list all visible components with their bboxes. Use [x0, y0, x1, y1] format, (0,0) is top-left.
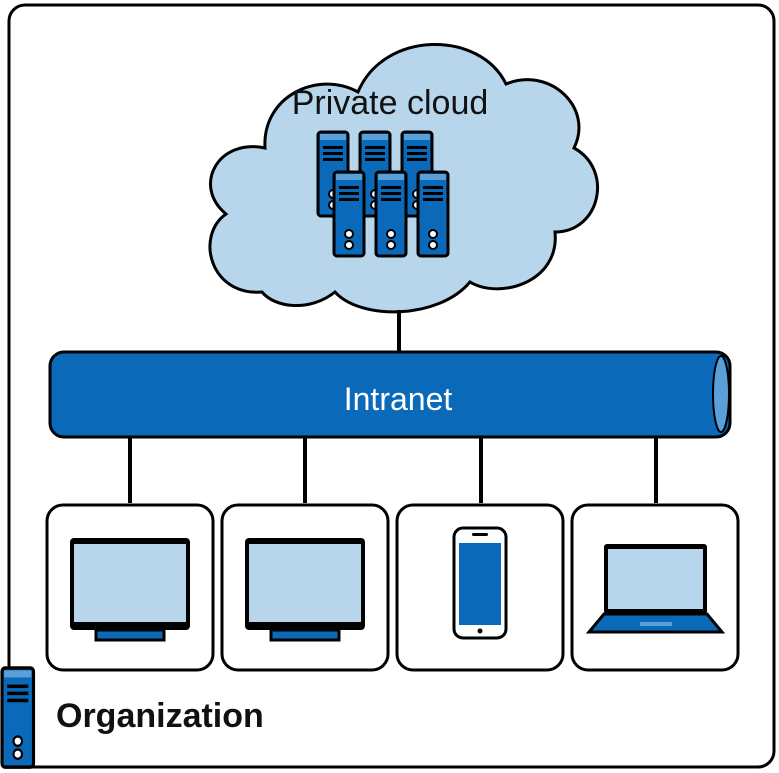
device-connectors: [128, 437, 658, 503]
organization-server-icon: [0, 666, 36, 769]
private-cloud-label: Private cloud: [291, 84, 489, 122]
laptop-icon: [585, 544, 726, 634]
server-icon: [416, 170, 450, 258]
device-card: [45, 503, 215, 672]
desktop-monitor-icon: [243, 536, 367, 642]
intranet-pipe: [48, 350, 732, 439]
device-card: [570, 503, 740, 672]
device-card: [395, 503, 565, 672]
device-card: [220, 503, 390, 672]
server-icon: [374, 170, 408, 258]
intranet-label: Intranet: [343, 381, 453, 417]
cloud-servers: [316, 130, 450, 258]
organization-label: Organization: [56, 697, 264, 735]
smartphone-icon: [452, 526, 508, 640]
desktop-monitor-icon: [68, 536, 192, 642]
server-icon: [332, 170, 366, 258]
